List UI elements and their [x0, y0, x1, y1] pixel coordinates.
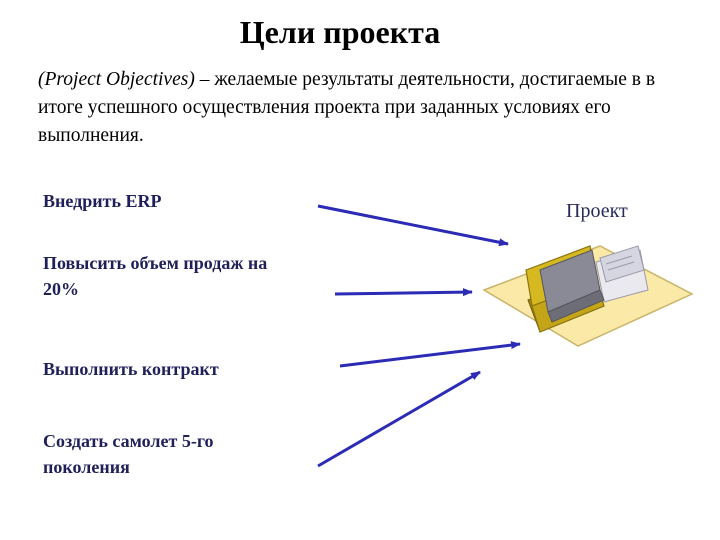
folder-with-papers-icon — [482, 245, 694, 347]
arrow-sales — [334, 288, 473, 297]
definition-term: (Project Objectives) — [38, 69, 195, 90]
objective-contract: Выполнить контракт — [43, 359, 219, 379]
arrow-aircraft — [317, 370, 481, 468]
arrow-contract — [339, 341, 521, 368]
objective-aircraft: Создать самолет 5-го поколения — [43, 431, 214, 477]
objective-erp: Внедрить ERP — [43, 191, 162, 211]
definition-text: (Project Objectives) – желаемые результа… — [38, 66, 698, 150]
arrow-erp — [317, 204, 509, 247]
project-label: Проект — [566, 200, 628, 222]
definition-body: – желаемые результаты деятельности, дост… — [38, 69, 656, 146]
slide-title: Цели проекта — [239, 14, 441, 50]
objective-sales: Повысить объем продаж на 20% — [43, 253, 268, 299]
